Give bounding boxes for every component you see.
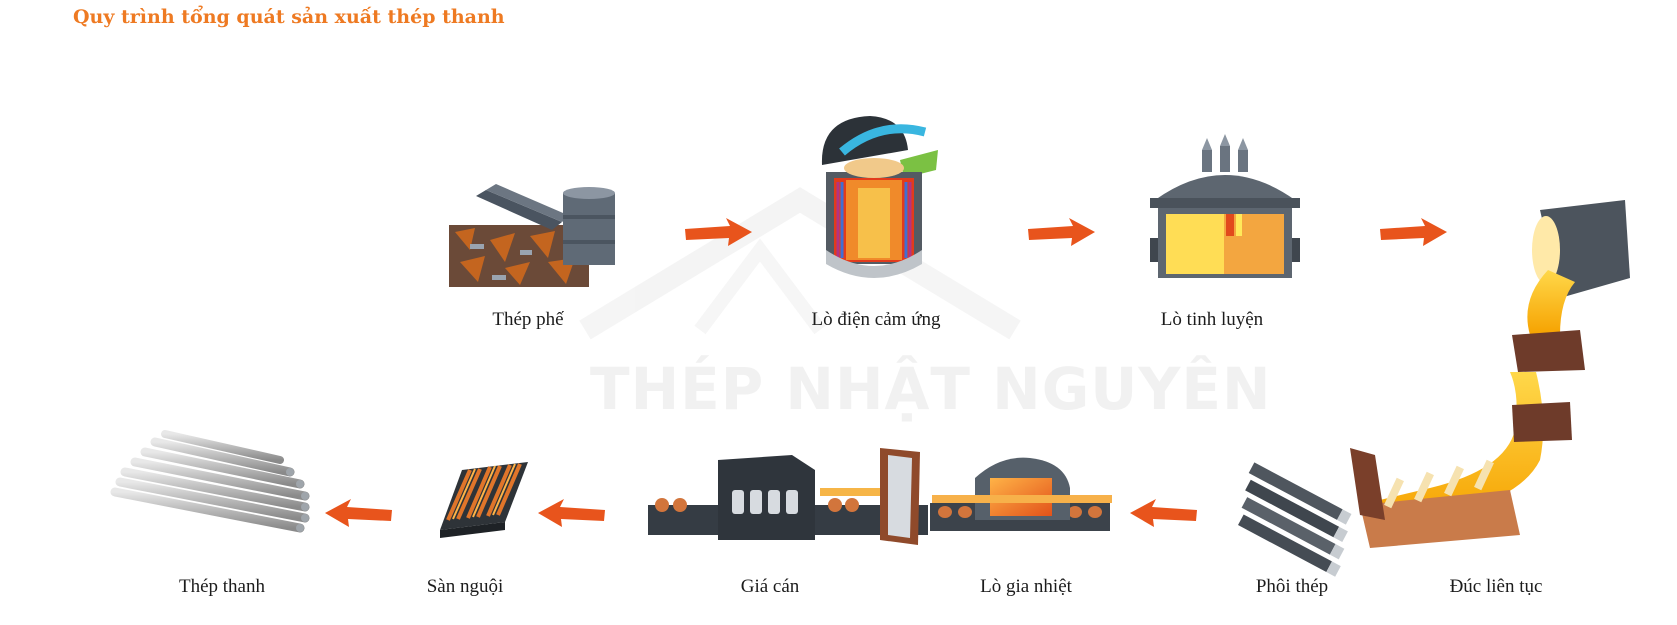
arrow-left-icon: [538, 499, 605, 527]
arrow-right-icon: [1028, 218, 1095, 246]
arrow-left-icon: [325, 499, 392, 527]
step-label-rolling-stand: Giá cán: [740, 576, 800, 597]
continuous-casting-icon: [1350, 200, 1630, 548]
step-label-steel-billet: Phôi thép: [1255, 576, 1329, 597]
steel-billet-icon: [1238, 462, 1352, 577]
refining-furnace-icon: [1150, 134, 1300, 278]
step-label-cooling-bed: Sàn nguội: [426, 576, 504, 597]
watermark-text: THÉP NHẬT NGUYÊN: [590, 355, 1272, 423]
arrow-right-icon: [1380, 218, 1447, 246]
arrow-right-icon: [685, 218, 752, 246]
step-label-refining-furnace: Lò tinh luyện: [1160, 309, 1264, 330]
rolling-stand-icon: [648, 448, 928, 545]
page-title: Quy trình tổng quát sản xuất thép thanh: [73, 6, 505, 28]
step-label-scrap-steel: Thép phế: [492, 309, 564, 330]
step-label-steel-bar: Thép thanh: [178, 576, 266, 597]
watermark-logo-icon: [579, 187, 1021, 340]
steel-bar-bundle-icon: [110, 430, 310, 533]
arrow-left-icon: [1130, 499, 1197, 527]
scrap-steel-icon: [449, 184, 615, 287]
step-label-continuous-casting: Đúc liên tục: [1449, 576, 1543, 597]
step-label-reheating-furnace: Lò gia nhiệt: [980, 576, 1072, 597]
induction-furnace-icon: [821, 116, 938, 278]
cooling-bed-icon: [440, 462, 528, 538]
reheating-furnace-icon: [930, 457, 1112, 531]
step-label-induction-furnace: Lò điện cảm ứng: [811, 309, 941, 330]
